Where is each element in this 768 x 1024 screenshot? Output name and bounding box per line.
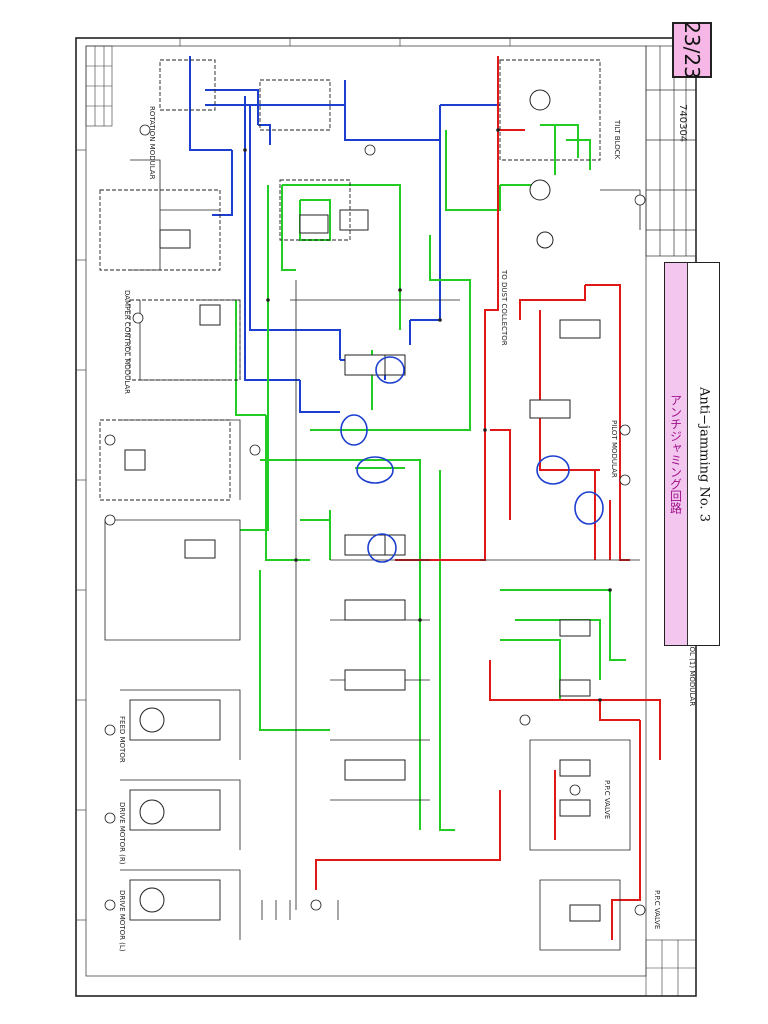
label-dust-collector: TO DUST COLLECTOR (500, 269, 508, 346)
pump-1-symbol (529, 89, 551, 111)
valve-blocks (124, 209, 601, 922)
anti-jamming-english: Anti−jamming No. 3 (696, 386, 712, 522)
reference-circles (104, 124, 646, 916)
title-block (645, 45, 697, 257)
sheet-border (75, 37, 697, 997)
junctions (243, 128, 612, 702)
inner-border (85, 45, 647, 977)
anti-jamming-highlight (665, 263, 688, 645)
highlight-ellipses (340, 356, 604, 563)
motor-symbols (139, 89, 554, 913)
detail-lines (104, 159, 641, 951)
feed-motor-symbol (139, 707, 165, 733)
page-number-text: 23/23 (680, 21, 704, 79)
label-ppc-valve-1: P.P.C VALVE (603, 780, 611, 819)
component-labels: DRIVE MOTOR (L) DRIVE MOTOR (R) FEED MOT… (118, 106, 696, 952)
anti-jamming-japanese: アンチジャミング回路 (668, 394, 683, 514)
page-number-badge: 23/23 (672, 21, 712, 79)
label-ppc-valve-2: P.P.C VALVE (653, 890, 661, 929)
anti-jamming-circuit-lines (315, 56, 661, 940)
zone-ticks (76, 38, 511, 921)
label-pilot-modular: PILOT MODULAR (610, 420, 618, 478)
label-damper-control-modular: DAMPER CONTROL MODULAR (123, 290, 131, 394)
label-tilt-block: TILT BLOCK (613, 119, 621, 160)
label-remote-control-modular: REMOTE CONTROL (1) MODULAR (688, 590, 696, 706)
pump-2-symbol (529, 179, 551, 201)
label-drive-motor-l: DRIVE MOTOR (L) (118, 890, 126, 952)
bottom-block (645, 939, 697, 997)
main-circuit-lines (189, 56, 500, 413)
drive-motor-r-symbol (139, 799, 165, 825)
revision-block (85, 45, 113, 127)
label-drive-motor-r: DRIVE MOTOR (R) (118, 802, 126, 865)
label-rotation-modular: ROTATION MODULAR (148, 106, 156, 180)
motor-boxes (99, 59, 601, 921)
drive-motor-l-symbol (139, 887, 165, 913)
drawing-number: 740304 (677, 104, 688, 142)
label-feed-motor: FEED MOTOR (118, 716, 126, 763)
anti-jamming-callout: アンチジャミング回路 Anti−jamming No. 3 (664, 262, 720, 646)
pump-3-symbol (536, 231, 554, 249)
